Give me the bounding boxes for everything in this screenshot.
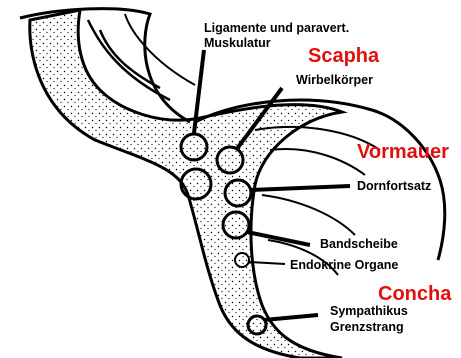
label-sympathikus-line1: Sympathikus <box>330 304 408 318</box>
zone-concha: Concha <box>378 283 452 305</box>
sym-pointer <box>264 315 318 320</box>
label-sympathikus-line2: Grenzstrang <box>330 320 404 334</box>
zone-scapha: Scapha <box>308 45 380 67</box>
label-bandscheibe: Bandscheibe <box>320 237 398 251</box>
label-wirbelkoerper: Wirbelkörper <box>296 73 373 87</box>
label-endokrine-organe: Endokrine Organe <box>290 258 398 272</box>
dorn-pointer <box>250 186 350 190</box>
antihelix-region <box>30 10 342 358</box>
zone-vormauer: Vormauer <box>357 141 449 163</box>
band-pointer <box>247 232 310 245</box>
label-dornfortsatz: Dornfortsatz <box>357 179 431 193</box>
label-ligament-line1: Ligamente und paravert. <box>204 21 349 35</box>
label-ligament-line2: Muskulatur <box>204 36 271 50</box>
endo-pointer <box>249 262 285 264</box>
